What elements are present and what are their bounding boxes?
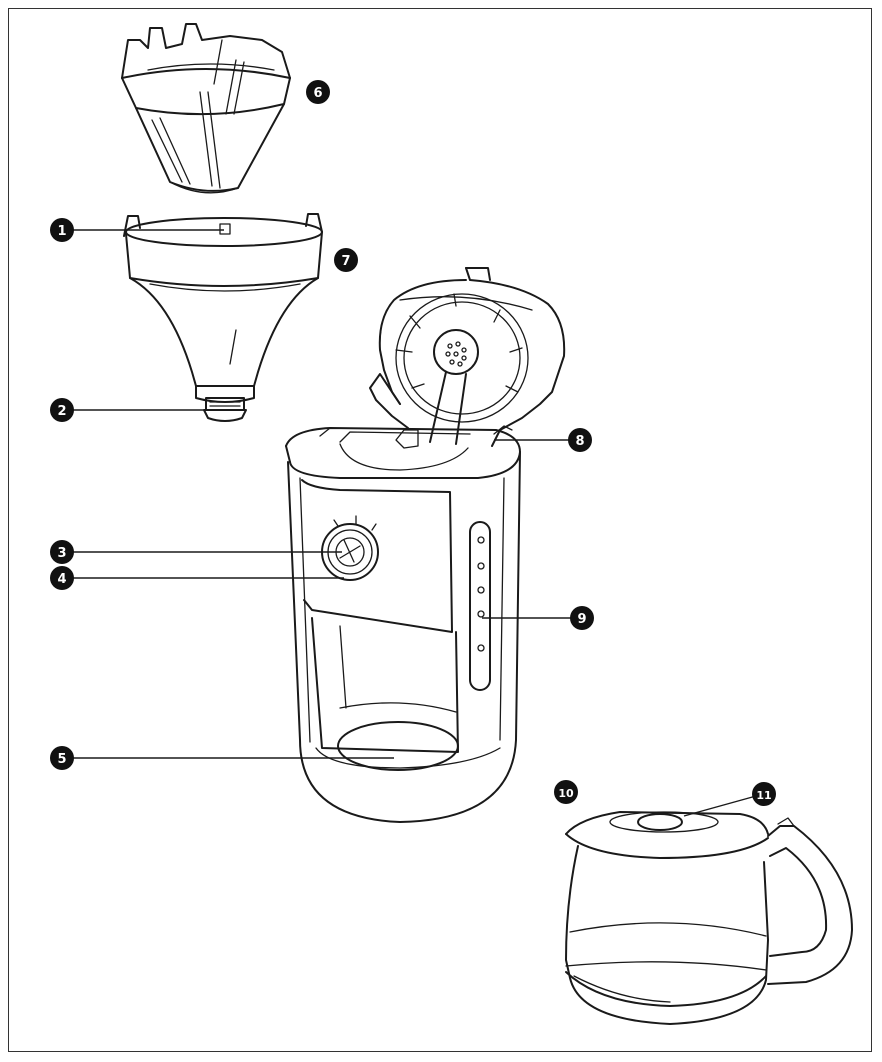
callout-8: 8 <box>568 428 592 452</box>
carafe <box>565 811 853 1025</box>
svg-text:2: 2 <box>57 404 66 419</box>
callout-9: 9 <box>570 606 594 630</box>
filter-holder <box>123 213 323 422</box>
callout-3: 3 <box>50 540 74 564</box>
callout-2: 2 <box>50 398 74 422</box>
svg-text:1: 1 <box>57 224 66 239</box>
diagram-frame <box>8 8 872 1052</box>
callout-1: 1 <box>50 218 74 242</box>
coffee-maker-body <box>285 267 566 823</box>
callout-11: 11 <box>752 782 776 806</box>
svg-text:6: 6 <box>313 86 322 101</box>
svg-text:4: 4 <box>57 572 66 587</box>
callout-5: 5 <box>50 746 74 770</box>
callout-7: 7 <box>334 248 358 272</box>
svg-text:5: 5 <box>57 752 66 767</box>
callout-4: 4 <box>50 566 74 590</box>
callout-10: 10 <box>554 780 578 804</box>
svg-text:9: 9 <box>577 612 586 627</box>
callout-6: 6 <box>306 80 330 104</box>
svg-text:10: 10 <box>558 787 574 800</box>
svg-text:8: 8 <box>575 434 584 449</box>
svg-text:3: 3 <box>57 546 66 561</box>
svg-text:11: 11 <box>756 789 771 802</box>
svg-text:7: 7 <box>341 254 350 269</box>
leader-lines <box>62 229 757 817</box>
filter-basket <box>121 23 291 194</box>
